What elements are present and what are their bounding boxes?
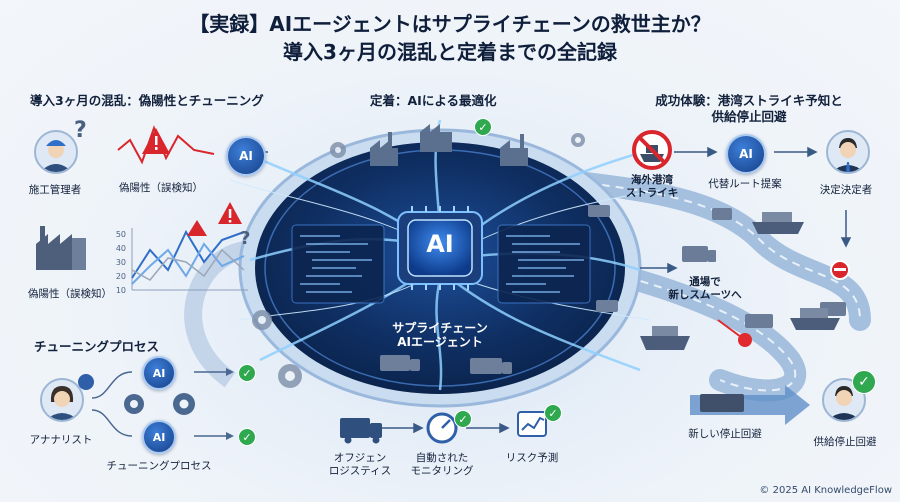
page-title-line1: 【実録】AIエージェントはサプライチェーンの救世主か？ — [189, 12, 711, 36]
right-section-header-line2: 供給停止回避 — [711, 109, 787, 124]
alert-marker — [717, 319, 752, 347]
bottom-item-risk-line1: リスク予測 — [505, 452, 559, 464]
chart-tick: 40 — [115, 244, 126, 253]
check-icon: ✓ — [544, 404, 562, 422]
center-section-header: 定着：AIによる最適化 — [370, 93, 497, 108]
platform-label-line1: サプライチェーン — [392, 321, 488, 335]
decision-maker-label: 決定決定者 — [819, 184, 873, 196]
line-chart-left — [131, 202, 248, 291]
port-strike-label-line2: ストライキ — [625, 187, 679, 199]
ai-chip-label: AI — [426, 230, 454, 258]
chart-tick: 20 — [115, 272, 126, 281]
prohibited-ship-icon — [632, 130, 672, 170]
left-section-header: 導入3ヶ月の混乱：偽陽性とチューニング — [30, 93, 264, 108]
delivery-truck-icon — [340, 418, 382, 444]
site-manager-avatar — [34, 130, 78, 174]
new-stop-avoid-label: 新しい停止回避 — [688, 428, 762, 440]
factory-icon-left — [36, 226, 86, 270]
code-panel-right — [497, 224, 591, 304]
page-title-line2: 導入3ヶ月の混乱と定着までの全記録 — [283, 40, 617, 64]
analyst-label: アナナリスト — [29, 434, 93, 446]
success-check-icon: ✓ — [852, 370, 876, 394]
ai-badge-tuning-top: AI — [142, 356, 176, 390]
check-icon: ✓ — [474, 118, 492, 136]
success-person-avatar — [822, 378, 866, 422]
question-mark-icon: ? — [240, 228, 251, 249]
platform-label-line2: AIエージェント — [397, 335, 483, 349]
ai-badge-left: AI — [226, 136, 266, 176]
right-section-header-line1: 成功体験：港湾ストライキ予知と — [655, 93, 843, 108]
businessman-person-icon — [828, 386, 860, 420]
bottom-item-logistics-line1: オフジェン — [333, 452, 387, 464]
check-icon: ✓ — [238, 428, 256, 446]
question-mark-icon: ? — [74, 118, 87, 143]
port-strike-label-line1: 海外港湾 — [631, 174, 673, 186]
gear-icon-tuning — [124, 393, 195, 415]
truck-icon — [380, 205, 618, 374]
user-icon — [78, 374, 94, 390]
businessman-person-icon — [832, 138, 864, 172]
bottom-item-monitoring-line1: 自動された — [415, 452, 469, 464]
risk-chart-icon — [517, 411, 547, 437]
analyst-person-icon — [46, 386, 78, 420]
code-panel-left — [291, 224, 385, 304]
truck-icon-right — [682, 208, 846, 412]
gear-icon — [252, 133, 585, 388]
new-route-label-line1: 通場で — [689, 276, 721, 288]
ai-badge-tuning-bottom: AI — [142, 420, 176, 454]
false-positive-label-1: 偽陽性（誤検知） — [119, 182, 203, 194]
chart-tick: 30 — [115, 258, 126, 267]
alt-route-label: 代替ルート提案 — [708, 178, 782, 190]
ai-badge-right: AI — [726, 134, 766, 174]
factory-icon — [370, 124, 528, 166]
bottom-item-monitoring-line2: モニタリング — [410, 465, 474, 477]
chart-ticks: 50 40 30 20 10 — [108, 228, 126, 298]
tuning-process-label: チューニングプロセス — [106, 460, 212, 472]
chart-tick: 50 — [115, 230, 126, 239]
worker-person-icon — [40, 140, 72, 172]
decision-maker-avatar — [826, 130, 870, 174]
check-icon: ✓ — [238, 364, 256, 382]
copyright: © 2025 AI KnowledgeFlow — [759, 485, 892, 496]
tuning-section-header: チューニングプロセス — [34, 339, 160, 354]
check-icon: ✓ — [454, 410, 472, 428]
warning-chart-top — [117, 125, 215, 165]
supply-avoid-label: 供給停止回避 — [813, 436, 877, 448]
chart-tick: 10 — [115, 286, 126, 295]
false-positive-label-2: 偽陽性（誤検知） — [28, 288, 112, 300]
monitoring-gauge-icon — [426, 412, 458, 444]
analyst-avatar — [40, 378, 84, 422]
new-route-label-line2: 新しスムーツへ — [668, 289, 742, 301]
bottom-item-logistics-line2: ロジスティス — [328, 465, 392, 477]
site-manager-label: 施工管理者 — [28, 184, 82, 196]
ai-chip — [397, 206, 483, 290]
ship-icon — [640, 212, 840, 350]
